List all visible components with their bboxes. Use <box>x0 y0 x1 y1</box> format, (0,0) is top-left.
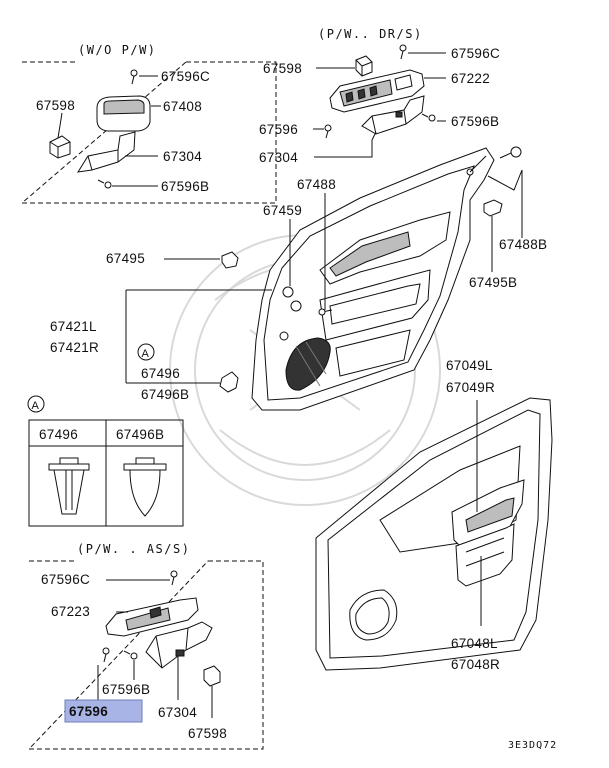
label-67488B: 67488B <box>499 237 547 252</box>
label-as-67596-highlighted: 67596 <box>69 704 108 719</box>
screw-67596B <box>97 179 112 189</box>
label-67048L: 67048L <box>451 636 498 651</box>
trim-fasteners: 67488 67459 67495 67488B 67495B 67421L 6… <box>50 146 547 402</box>
pw-as-header: (P/W. . AS/S) <box>77 542 190 556</box>
label-dr-67598: 67598 <box>263 61 302 76</box>
highlight-67596 <box>64 699 143 723</box>
switch-bezel-67408 <box>96 95 151 132</box>
switch-67598 <box>49 135 71 159</box>
pw-as-box: (P/W. . AS/S) 67596C 67223 67596B 67596 … <box>27 542 264 750</box>
label-dr-67596B: 67596B <box>451 114 499 129</box>
pw-dr-group: (P/W.. DR/S) 67598 <box>259 27 500 165</box>
screw-dr-67596B <box>421 113 436 122</box>
table-header-67496B: 67496B <box>116 427 164 442</box>
label-wo-pw-67598: 67598 <box>36 98 75 113</box>
callout-A-door: A <box>142 348 150 360</box>
pw-dr-header: (P/W.. DR/S) <box>318 27 423 41</box>
switch-panel-67223 <box>105 597 199 637</box>
label-67496B: 67496B <box>141 387 189 402</box>
armrest-67048 <box>451 479 525 587</box>
door-panel-67049: 67049L 67049R 67048L 67048R <box>315 358 553 672</box>
label-67049R: 67049R <box>446 380 495 395</box>
wo-pw-box: (W/O P/W) 67596C 67598 67408 6730 <box>20 43 277 204</box>
label-wo-pw-67596C: 67596C <box>161 69 210 84</box>
label-67421R: 67421R <box>50 340 99 355</box>
label-wo-pw-67596B: 67596B <box>161 179 209 194</box>
clip-67496 <box>208 371 239 393</box>
bracket-67304 <box>77 131 136 173</box>
label-wo-pw-67408: 67408 <box>163 99 202 114</box>
switch-as-67598 <box>203 665 221 687</box>
label-dr-67596C: 67596C <box>451 46 500 61</box>
screw-dr-67596 <box>324 124 332 139</box>
clip-drawing-67496B <box>123 457 167 517</box>
label-as-67598: 67598 <box>188 726 227 741</box>
label-dr-67222: 67222 <box>451 71 490 86</box>
label-67459: 67459 <box>263 203 302 218</box>
screw-dr-67596C <box>399 44 407 60</box>
label-67496: 67496 <box>141 366 180 381</box>
screw-as-67596C <box>170 570 178 586</box>
screw-as-67596 <box>102 647 110 663</box>
screw-67488 <box>318 308 333 316</box>
label-67048R: 67048R <box>451 657 500 672</box>
diagram-code: 3E3DQ72 <box>508 740 557 751</box>
label-67049L: 67049L <box>446 358 493 373</box>
bracket-dr-67304 <box>361 95 425 135</box>
label-dr-67596: 67596 <box>259 122 298 137</box>
label-as-67596C: 67596C <box>41 572 90 587</box>
bracket-as-67304 <box>145 621 213 669</box>
clip-67495 <box>221 251 239 269</box>
label-as-67304: 67304 <box>158 705 197 720</box>
clip-67495B <box>483 199 503 217</box>
switch-panel-67222 <box>329 69 425 113</box>
label-67421L: 67421L <box>50 319 97 334</box>
label-dr-67304: 67304 <box>259 150 298 165</box>
label-67488: 67488 <box>297 177 336 192</box>
switch-dr-67598 <box>355 55 373 77</box>
label-as-67223: 67223 <box>51 604 90 619</box>
clip-drawing-67496 <box>48 457 90 515</box>
table-header-67496: 67496 <box>39 427 78 442</box>
label-as-67596B: 67596B <box>102 682 150 697</box>
label-67495B: 67495B <box>469 275 517 290</box>
screw-as-67596B <box>123 650 138 660</box>
door-trim-67421 <box>251 147 495 411</box>
label-wo-pw-67304: 67304 <box>163 149 202 164</box>
bolt-67488B <box>499 146 522 159</box>
wo-pw-header: (W/O P/W) <box>78 43 157 57</box>
callout-A-table: A <box>32 400 40 412</box>
screw-67596C <box>130 69 138 85</box>
label-67495: 67495 <box>106 251 145 266</box>
clip-table-a: A 67496 67496B <box>27 395 184 527</box>
